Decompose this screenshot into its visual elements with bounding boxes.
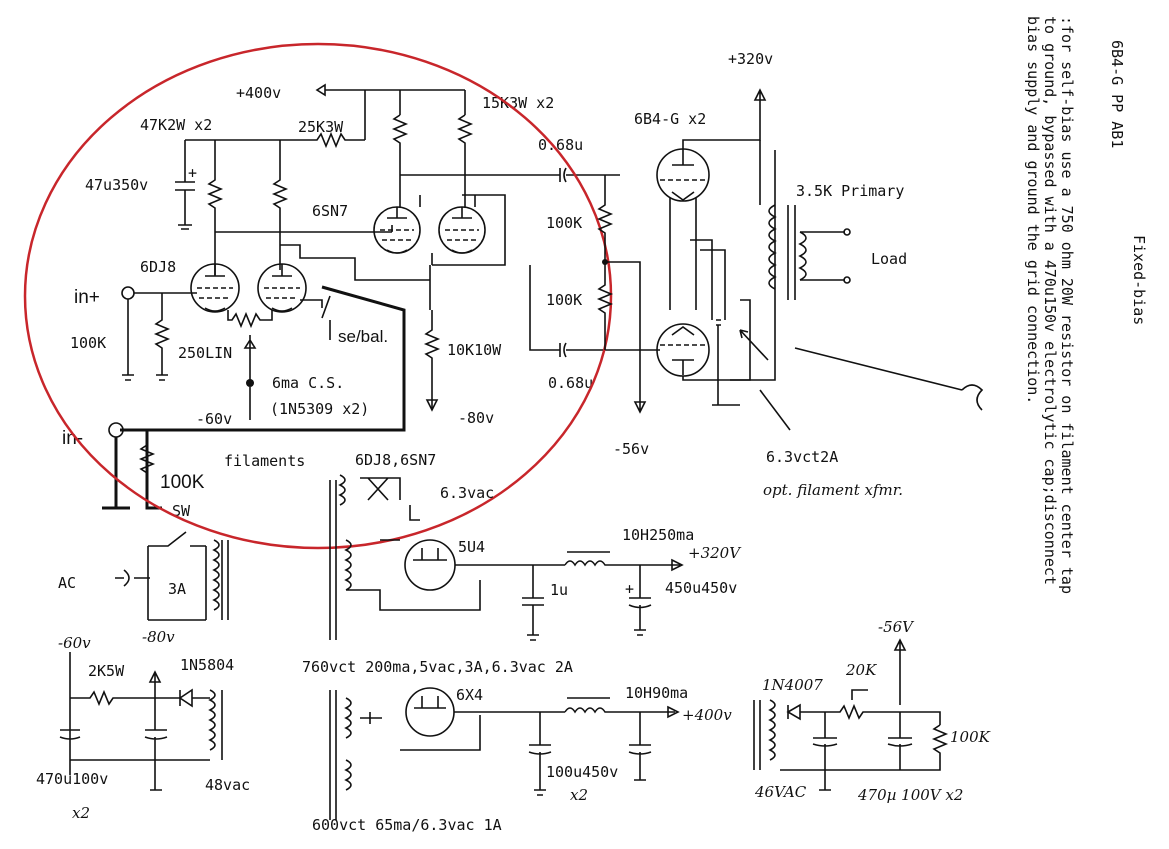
diode-1n4007 xyxy=(786,703,941,725)
label-320-top: +320v xyxy=(728,50,773,68)
cap-47u xyxy=(175,140,195,230)
title: 6B4-G PP AB1 xyxy=(1108,40,1126,148)
cap-068-bot xyxy=(529,265,660,358)
mode: Fixed-bias xyxy=(1130,235,1148,325)
label-47u: 47u350v xyxy=(85,176,148,194)
resistor-10k xyxy=(423,310,441,410)
label-fil-tubes: 6DJ8,6SN7 xyxy=(355,451,436,469)
label-250lin: 250LIN xyxy=(178,344,232,362)
label-47k: 47K2W x2 xyxy=(140,116,212,134)
label-primary: 3.5K Primary xyxy=(796,182,904,200)
note-line-3: bias supply and ground the grid connecti… xyxy=(1024,16,1042,404)
label-3a: 3A xyxy=(168,580,186,598)
label-filxfmr: 6.3vct2A xyxy=(766,448,838,466)
label-20k: 20K xyxy=(845,661,877,679)
label-n80: -80v xyxy=(142,628,175,646)
resistor-100k-a xyxy=(596,175,614,262)
label-48vac: 48vac xyxy=(205,776,250,794)
note-block: :for self-bias use a 750 ohm 20W resisto… xyxy=(1024,16,1076,594)
label-10k: 10K10W xyxy=(447,341,502,359)
label-1n5309: (1N5309 x2) xyxy=(270,400,369,418)
title-block: 6B4-G PP AB1 Fixed-bias xyxy=(1108,40,1148,325)
resistor-25k xyxy=(185,131,365,149)
power-transformer-1 xyxy=(329,480,481,640)
svg-text:+: + xyxy=(625,580,634,598)
label-5u4: 5U4 xyxy=(458,538,485,556)
switch-se-bal[interactable] xyxy=(300,295,331,340)
label-opt-fil: opt. filament xfmr. xyxy=(763,481,903,499)
label-100k-gnd: 100K xyxy=(160,472,205,493)
label-out320: +320V xyxy=(688,544,742,562)
resistor-100k-in xyxy=(153,293,171,381)
label-out400: +400v xyxy=(682,706,732,724)
rectifier-5u4 xyxy=(404,539,456,591)
label-cs: 6ma C.S. xyxy=(272,374,344,392)
label-m60: -60v xyxy=(196,410,232,428)
label-10h90: 10H90ma xyxy=(625,684,688,702)
resistor-15k-left xyxy=(391,114,409,175)
resistor-47k-right xyxy=(271,140,289,270)
label-470p: 470µ 100V x2 xyxy=(857,786,963,804)
label-46vac: 46VAC xyxy=(754,783,807,801)
label-x2a: x2 xyxy=(72,804,90,822)
label-sebal: se/bal. xyxy=(338,327,388,346)
label-100u: 100u450v xyxy=(546,763,618,781)
label-068-top: 0.68u xyxy=(538,136,583,154)
label-63vac: 6.3vac xyxy=(440,484,494,502)
label-1u: 1u xyxy=(550,581,568,599)
resistor-15k-right xyxy=(456,114,474,175)
rail-400v xyxy=(325,89,466,140)
highlight-circle xyxy=(23,42,613,550)
label-n56: -56V xyxy=(878,618,915,636)
label-6x4: 6X4 xyxy=(456,686,483,704)
label-100k-bias: 100K xyxy=(950,728,991,746)
svg-text:+: + xyxy=(188,164,197,182)
jack-in-plus[interactable] xyxy=(121,286,135,300)
pot-250lin xyxy=(227,310,273,329)
label-m80: -80v xyxy=(458,409,494,427)
label-in-minus: in- xyxy=(62,428,83,449)
label-x2b: x2 xyxy=(570,786,588,804)
wire-in-minus xyxy=(120,285,406,432)
label-xfmr1: 760vct 200ma,5vac,3A,6.3vac 2A xyxy=(302,658,573,676)
label-6b4g: 6B4-G x2 xyxy=(634,110,706,128)
label-n60: -60v xyxy=(58,634,91,652)
label-470u: 470u100v xyxy=(36,770,108,788)
diode-1n5804 xyxy=(178,688,210,708)
resistor-47k-left xyxy=(206,140,224,275)
label-xfmr2: 600vct 65ma/6.3vac 1A xyxy=(312,816,502,834)
label-filaments: filaments xyxy=(224,452,305,470)
resistor-100k-b xyxy=(596,262,614,350)
label-10h250: 10H250ma xyxy=(622,526,694,544)
rectifier-6x4 xyxy=(405,687,455,737)
cap-450u xyxy=(628,565,652,636)
power-transformer-2 xyxy=(329,690,382,820)
label-m56: -56v xyxy=(613,440,649,458)
label-100k-b: 100K xyxy=(546,291,582,309)
label-15k: 15K3W x2 xyxy=(482,94,554,112)
cap-1u xyxy=(522,565,544,641)
label-load: Load xyxy=(871,250,907,268)
label-in-plus: in+ xyxy=(74,287,100,308)
label-2k5: 2K5W xyxy=(88,662,125,680)
label-6dj8: 6DJ8 xyxy=(140,258,176,276)
label-400v: +400v xyxy=(236,84,281,102)
note-line-1: :for self-bias use a 750 ohm 20W resisto… xyxy=(1058,16,1076,594)
cap-100u xyxy=(528,712,652,796)
label-ac: AC xyxy=(58,574,76,592)
output-transformer xyxy=(768,204,807,300)
label-1n5804: 1N5804 xyxy=(180,656,234,674)
label-068-bot: 0.68u xyxy=(548,374,593,392)
label-100k-in: 100K xyxy=(70,334,106,352)
label-6sn7: 6SN7 xyxy=(312,202,348,220)
label-100k-a: 100K xyxy=(546,214,582,232)
label-25k: 25K3W xyxy=(298,118,344,136)
label-1n4007: 1N4007 xyxy=(762,676,823,694)
label-450u: 450u450v xyxy=(665,579,737,597)
cap-068-top xyxy=(559,167,620,183)
note-line-2: to ground, bypassed with a 470u150v elec… xyxy=(1041,16,1059,585)
